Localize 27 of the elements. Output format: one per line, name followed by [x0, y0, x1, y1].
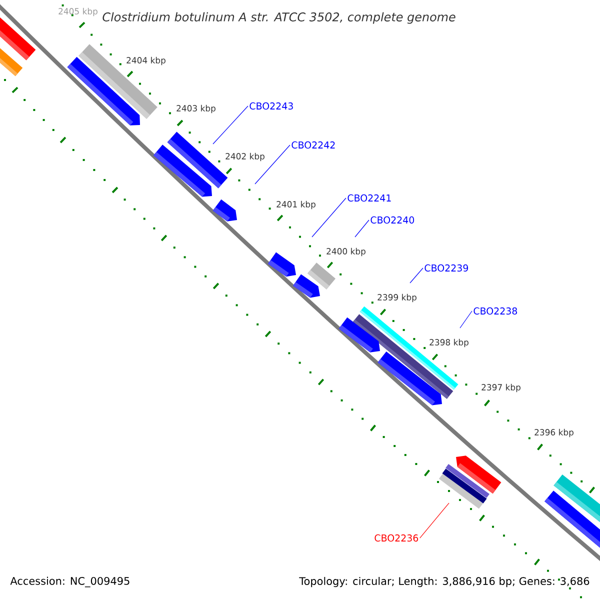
tick-label: 2401 kbp: [276, 200, 316, 210]
leader-line: [420, 502, 450, 538]
tick-label: 2399 kbp: [378, 294, 416, 302]
footer-text: Topology: circular; Length: 3,886,916 bp; Genes: 3,686: [299, 576, 590, 588]
title: Clostridium botulinum A str. ATCC 3502, complete genome: [102, 12, 456, 24]
leader-line: [410, 268, 424, 284]
leader-line: [460, 310, 472, 328]
gene-label: CBO2238: [474, 307, 518, 315]
tick-label: 2398 kbp: [430, 338, 468, 348]
gene-label: CBO2239: [424, 264, 468, 272]
tick-label: 2397 kbp: [482, 384, 520, 392]
gene-label: CBO2241: [348, 194, 391, 202]
leader-line: [254, 144, 290, 184]
gene-label: CBO2242: [292, 141, 335, 149]
tick-label: 2402 kbp: [226, 152, 264, 162]
tick-label: 2396 kbp: [534, 428, 574, 438]
leader-line: [212, 106, 248, 144]
tick-label: 2404 kbp: [126, 56, 166, 66]
leader-line: [354, 220, 370, 238]
gene-label: CBO2236: [374, 534, 418, 542]
tick-label: 2405 kbp: [58, 8, 98, 16]
gene-label: CBO2240: [370, 216, 414, 224]
leader-line: [312, 198, 346, 238]
tick-label: 2403 kbp: [176, 104, 216, 114]
tick-label: 2400 kbp: [326, 248, 366, 256]
gene-label: CBO2243: [250, 102, 293, 110]
footer-text: Accession: NC_009495: [10, 576, 130, 588]
